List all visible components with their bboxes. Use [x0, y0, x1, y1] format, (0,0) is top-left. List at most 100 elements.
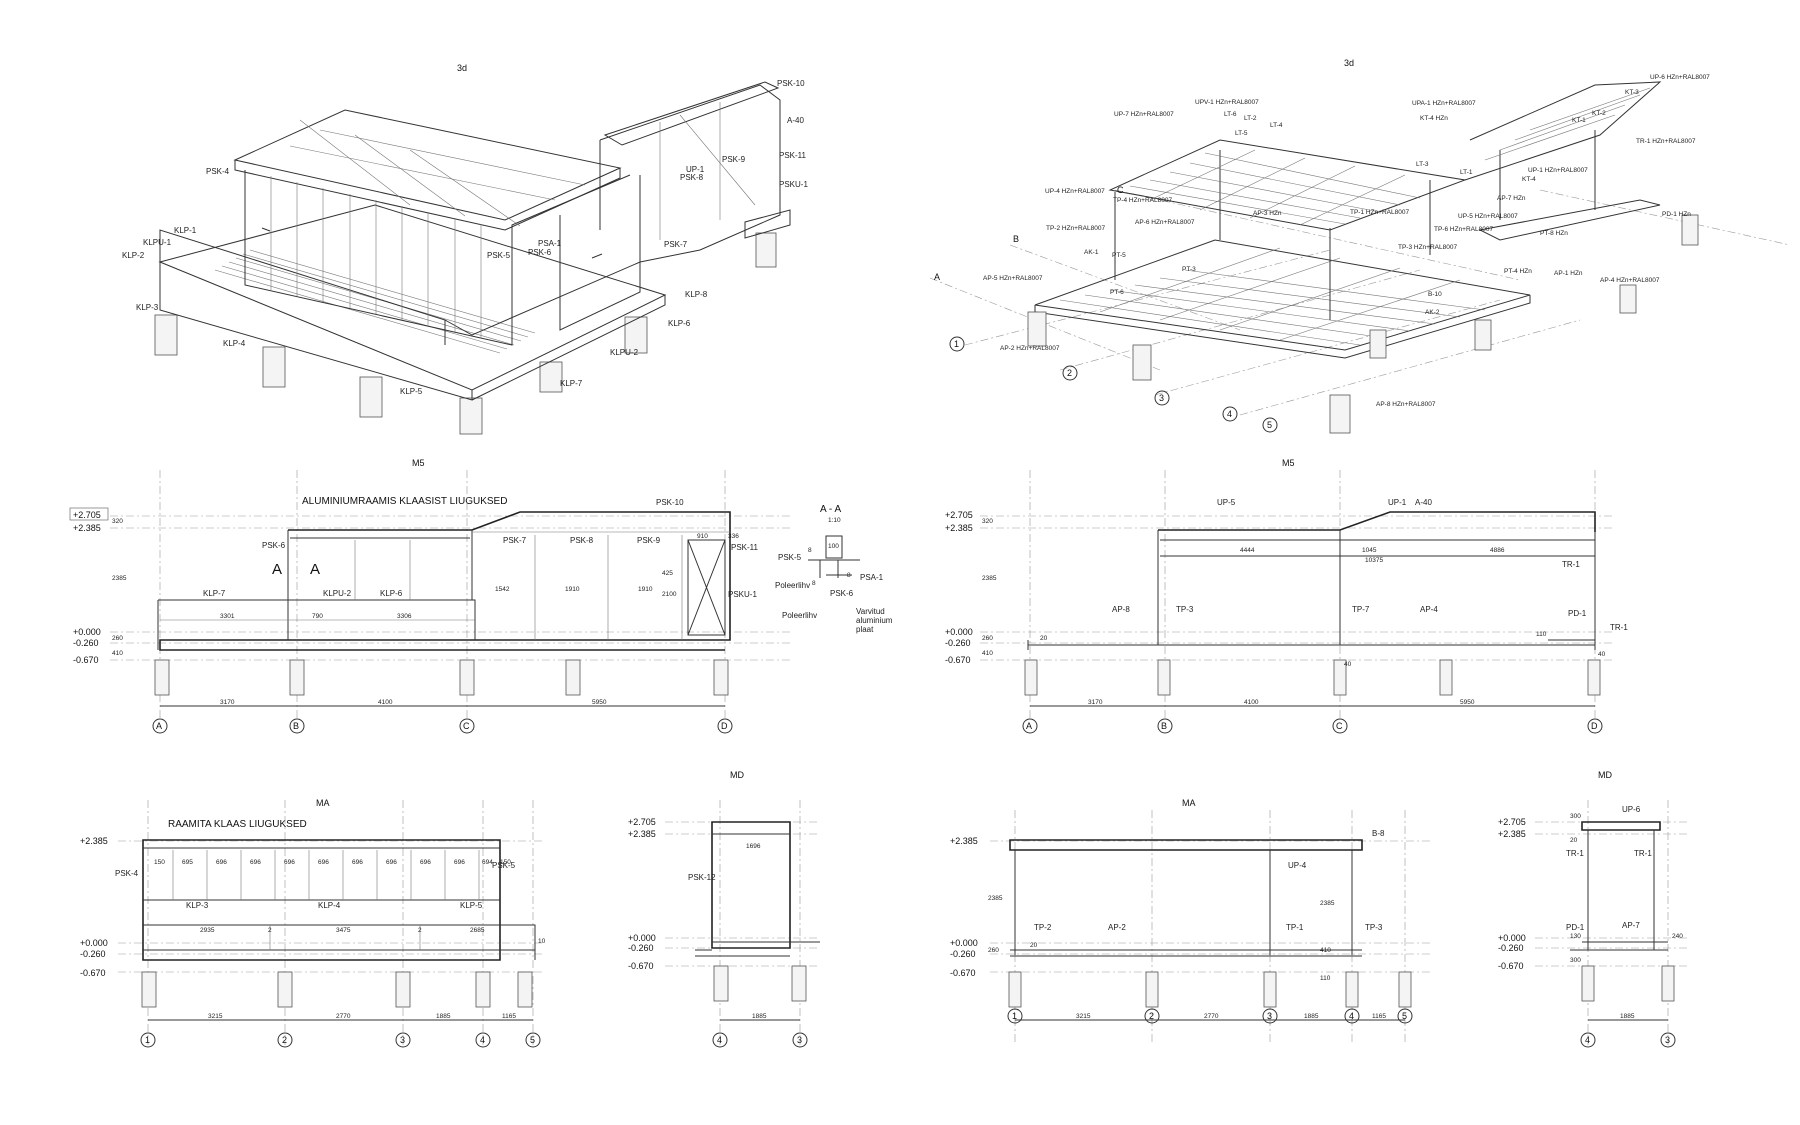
dim: 3301 [220, 613, 235, 620]
label-psk-10: PSK-10 [656, 498, 684, 507]
label-lt-2: LT-2 [1244, 115, 1257, 122]
section-mark: A [272, 561, 282, 578]
axis-bubble-label: C [463, 721, 470, 731]
axis-bubble-label: A [156, 721, 162, 731]
axis-bubble-label: 3 [797, 1035, 802, 1045]
label-tr-1: TR-1 [1634, 849, 1652, 858]
label-up-4: UP-4 HZn+RAL8007 [1045, 188, 1105, 195]
axis-bubble-label: 2 [1149, 1011, 1154, 1021]
level-mark: +2.705 [628, 817, 656, 827]
dim: 4444 [1240, 547, 1255, 554]
label-klpu-1: KLPU-1 [143, 238, 172, 247]
level-mark: +2.385 [1498, 829, 1526, 839]
label-ap-1: AP-1 HZn [1554, 270, 1583, 277]
label-up-6: UP-6 HZn+RAL8007 [1650, 74, 1710, 81]
label-tp-2: TP-2 [1034, 923, 1052, 932]
dim: 695 [182, 859, 193, 866]
axis-bubble-label: D [721, 721, 728, 731]
axis-bubble-label: 1 [1012, 1011, 1017, 1021]
label-psk-9: PSK-9 [722, 155, 746, 164]
axis-bubble-label: 4 [717, 1035, 722, 1045]
dim: 8 [808, 547, 812, 554]
view-title: MA [1182, 798, 1196, 808]
section-mark: A [310, 561, 320, 578]
label-a-40: A-40 [787, 116, 804, 125]
label-plaat: plaat [856, 625, 874, 634]
dim: 1696 [746, 843, 761, 850]
label-kt-1: KT-1 [1572, 117, 1586, 124]
label-pt-6: PT-6 [1110, 289, 1124, 296]
dim: 696 [250, 859, 261, 866]
dim: 696 [216, 859, 227, 866]
label-ap-4: AP-4 [1420, 605, 1438, 614]
level-mark: -0.260 [73, 638, 99, 648]
dim: 320 [112, 518, 123, 525]
label-psk-5: PSK-5 [492, 861, 516, 870]
axis-bubbles: 1 2 3 4 5 A B C [934, 185, 1278, 433]
label-tp-1: TP-1 HZn+RAL8007 [1350, 209, 1409, 216]
label-psk-8: PSK-8 [570, 536, 594, 545]
dim: 1542 [495, 586, 510, 593]
axis-bubble-label: 5 [1402, 1011, 1407, 1021]
label-a-40: A-40 [1415, 498, 1432, 507]
dim: 260 [112, 635, 123, 642]
view-title: 3d [1344, 58, 1354, 68]
label-up-6: UP-6 [1622, 805, 1641, 814]
dim: 2100 [662, 591, 677, 598]
section-title: A - A [820, 504, 841, 515]
axis-bubble-label: 1 [954, 339, 959, 349]
label-pd-1: PD-1 [1568, 609, 1587, 618]
dim: 3170 [1088, 699, 1103, 706]
label-pt-3: PT-3 [1182, 266, 1196, 273]
dim: 2770 [1204, 1013, 1219, 1020]
label-ap-6: AP-6 HZn+RAL8007 [1135, 219, 1195, 226]
view-heading: RAAMITA KLAAS LIUGUKSED [168, 819, 307, 830]
axis-bubble-label: D [1591, 721, 1598, 731]
dim: 696 [318, 859, 329, 866]
axis-bubble-label: 4 [480, 1035, 485, 1045]
axis-bubble-label: 4 [1227, 409, 1232, 419]
label-klpu-2: KLPU-2 [610, 348, 639, 357]
label-aluminium: aluminium [856, 616, 893, 625]
dim: 100 [828, 543, 839, 550]
label-lt-4: LT-4 [1270, 122, 1283, 129]
axis-bubble-label: 3 [1159, 393, 1164, 403]
dim: 10 [538, 938, 546, 945]
dim: 300 [1570, 813, 1581, 820]
dim: 20 [1570, 837, 1578, 844]
label-ap-5: AP-5 HZn+RAL8007 [983, 275, 1043, 282]
label-psk-6: PSK-6 [528, 248, 552, 257]
level-mark: +2.385 [945, 523, 973, 533]
label-ap-2: AP-2 HZn+RAL8007 [1000, 345, 1060, 352]
label-pt-4: PT-4 HZn [1504, 268, 1532, 275]
label-up-7: UP-7 HZn+RAL8007 [1114, 111, 1174, 118]
axis-bubble-label: B [1161, 721, 1167, 731]
label-tp-1: TP-1 [1286, 923, 1304, 932]
label-ak-2: AK-2 [1425, 309, 1440, 316]
label-psku-1: PSKU-1 [779, 180, 808, 189]
label-klp-1: KLP-1 [174, 226, 197, 235]
label-up-1: UP-1 HZn+RAL8007 [1528, 167, 1588, 174]
label-psk-5: PSK-5 [778, 553, 802, 562]
dim: 1885 [752, 1013, 767, 1020]
dim: 1910 [565, 586, 580, 593]
elevation-ma-left: MA RAAMITA KLAAS LIUGUKSED +2.385 +0.000… [80, 798, 546, 1048]
label-tr-1: TR-1 [1562, 560, 1580, 569]
view-title: M5 [1282, 458, 1295, 468]
label-tr-1: TR-1 [1610, 623, 1628, 632]
elevation-m5-left: M5 ALUMINIUMRAAMIS KLAASIST LIUGUKSED +2… [69, 458, 790, 734]
label-klp-6: KLP-6 [668, 319, 691, 328]
elevation-m5-right: M5 +2.705 +2.385 +0.000 -0.260 -0.670 31… [945, 458, 1628, 734]
label-klp-7: KLP-7 [203, 589, 226, 598]
label-klp-5: KLP-5 [460, 901, 483, 910]
dim: 4100 [1244, 699, 1259, 706]
label-up-1: UP-1 [686, 165, 705, 174]
level-mark: -0.260 [80, 949, 106, 959]
dim: 696 [420, 859, 431, 866]
dim: 20 [1040, 635, 1048, 642]
label-klpu-2: KLPU-2 [323, 589, 352, 598]
label-klp-7: KLP-7 [560, 379, 583, 388]
label-klp-6: KLP-6 [380, 589, 403, 598]
label-psk-10: PSK-10 [777, 79, 805, 88]
dim: 3170 [220, 699, 235, 706]
